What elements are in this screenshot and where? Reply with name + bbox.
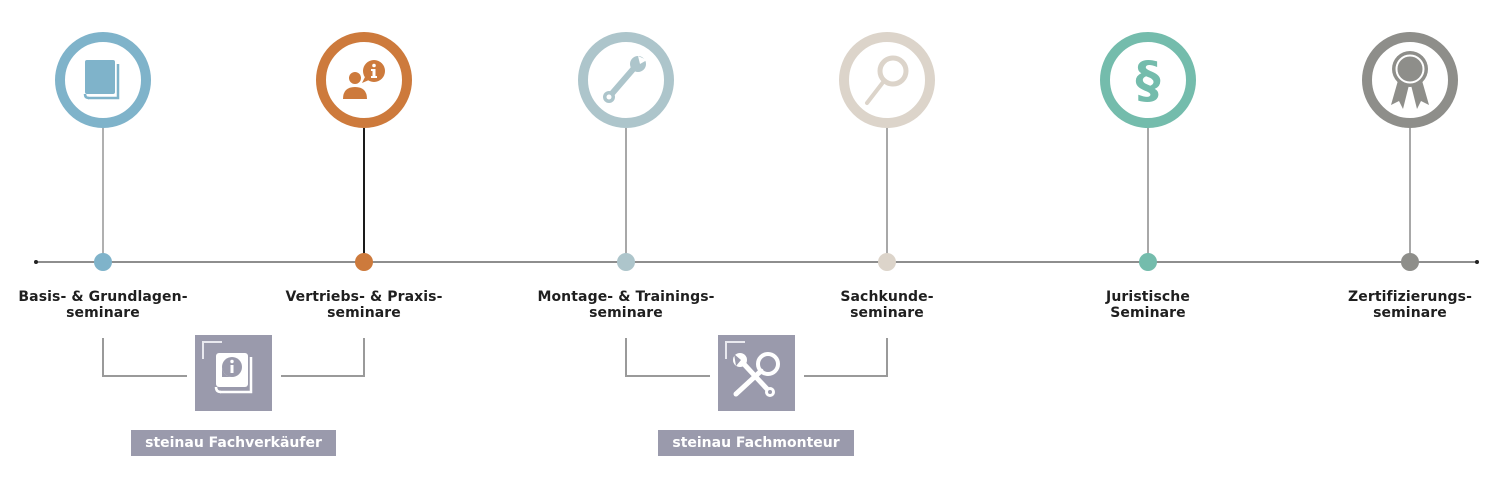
- stage-label-montage: Montage- & Trainings- seminare: [537, 289, 715, 321]
- bracket-right-vertical: [363, 338, 365, 377]
- book-icon: [83, 58, 123, 102]
- corner-mark: [725, 341, 745, 359]
- magnifier-icon: [862, 53, 912, 107]
- stage-circle-juristisch: §: [1100, 32, 1196, 128]
- stem-vertrieb: [363, 128, 365, 262]
- bracket-right-vertical: [886, 338, 888, 377]
- stem-juristisch: [1147, 128, 1149, 262]
- timeline-dot-zertifizierung: [1401, 253, 1419, 271]
- timeline-axis: [36, 261, 1478, 263]
- bracket-left-horizontal: [102, 375, 187, 377]
- person-info-icon: [341, 59, 387, 101]
- timeline-end-dot: [1475, 260, 1479, 264]
- stage-label-juristisch: Juristische Seminare: [1106, 289, 1190, 321]
- info-book-icon: [212, 351, 256, 395]
- stage-circle-vertrieb: [316, 32, 412, 128]
- bracket-left-horizontal: [625, 375, 710, 377]
- stem-basis: [102, 128, 104, 262]
- program-icon-box-fachmonteur: [718, 335, 795, 411]
- bracket-right-horizontal: [804, 375, 888, 377]
- bracket-left-vertical: [102, 338, 104, 377]
- wrench-icon: [603, 55, 649, 105]
- program-icon-box-fachverkaeufer: [195, 335, 272, 411]
- stem-zertifizierung: [1409, 128, 1411, 262]
- tools-search-icon: [730, 348, 784, 398]
- stage-label-vertrieb: Vertriebs- & Praxis- seminare: [285, 289, 443, 321]
- award-ribbon-icon: [1389, 49, 1431, 111]
- timeline-dot-sachkunde: [878, 253, 896, 271]
- timeline-dot-juristisch: [1139, 253, 1157, 271]
- stage-label-zertifizierung: Zertifizierungs- seminare: [1348, 289, 1472, 321]
- stem-sachkunde: [886, 128, 888, 262]
- stage-circle-zertifizierung: [1362, 32, 1458, 128]
- stage-circle-basis: [55, 32, 151, 128]
- timeline-dot-montage: [617, 253, 635, 271]
- timeline-dot-vertrieb: [355, 253, 373, 271]
- stage-label-sachkunde: Sachkunde- seminare: [840, 289, 934, 321]
- stage-label-basis: Basis- & Grundlagen- seminare: [18, 289, 188, 321]
- bracket-left-vertical: [625, 338, 627, 377]
- corner-mark: [202, 341, 222, 359]
- stem-montage: [625, 128, 627, 262]
- program-label-fachverkaeufer: steinau Fachverkäufer: [131, 430, 336, 456]
- stage-circle-montage: [578, 32, 674, 128]
- program-label-fachmonteur: steinau Fachmonteur: [658, 430, 854, 456]
- timeline-dot-basis: [94, 253, 112, 271]
- paragraph-icon: §: [1135, 51, 1161, 109]
- timeline-start-dot: [34, 260, 38, 264]
- stage-circle-sachkunde: [839, 32, 935, 128]
- bracket-right-horizontal: [281, 375, 365, 377]
